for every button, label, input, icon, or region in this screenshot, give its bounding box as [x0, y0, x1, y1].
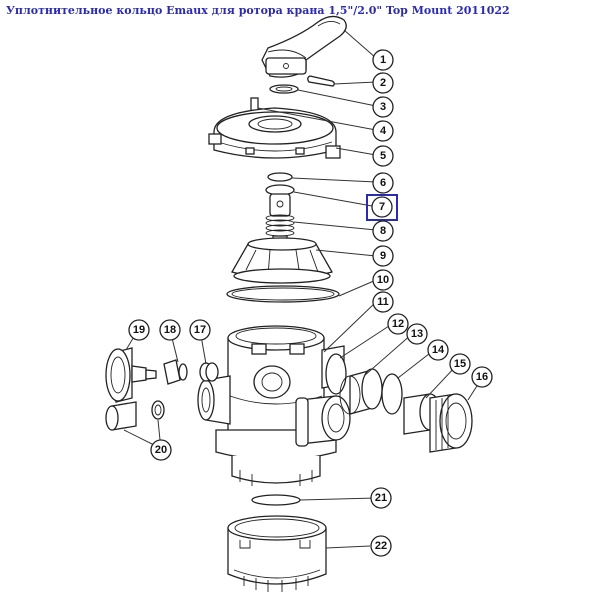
svg-text:16: 16 [476, 371, 488, 383]
svg-text:3: 3 [380, 101, 386, 113]
svg-text:1: 1 [380, 54, 386, 66]
part-union-nut [429, 393, 473, 453]
svg-text:12: 12 [392, 318, 404, 330]
callout-5: 5 [372, 145, 394, 167]
callout-19: 19 [128, 319, 150, 341]
part-o-ring-small [267, 172, 293, 182]
callout-8: 8 [372, 220, 394, 242]
part-bottom-o-ring [251, 494, 301, 506]
callout-13: 13 [406, 323, 428, 345]
svg-text:15: 15 [454, 358, 466, 370]
part-rotor [231, 237, 333, 284]
svg-text:6: 6 [380, 177, 386, 189]
svg-text:9: 9 [380, 250, 386, 262]
callout-21: 21 [370, 487, 392, 509]
part-union-seal [381, 373, 403, 415]
callout-15: 15 [449, 353, 471, 375]
svg-text:21: 21 [375, 492, 387, 504]
callout-6: 6 [372, 172, 394, 194]
leader-lines [123, 29, 483, 549]
svg-text:2: 2 [380, 77, 386, 89]
svg-text:10: 10 [377, 274, 389, 286]
part-pin [307, 75, 335, 87]
part-o-ring-large [226, 285, 340, 303]
highlight-box [366, 194, 398, 221]
svg-text:20: 20 [155, 444, 167, 456]
svg-text:14: 14 [432, 344, 445, 356]
part-cover-lid [208, 107, 341, 159]
callout-16: 16 [471, 366, 493, 388]
callout-1: 1 [372, 49, 394, 71]
part-union-tail [339, 368, 383, 415]
callout-7: 7 [371, 196, 393, 218]
svg-text:18: 18 [164, 324, 176, 336]
svg-text:11: 11 [377, 296, 389, 308]
callout-17: 17 [189, 319, 211, 341]
svg-text:19: 19 [133, 324, 145, 336]
callout-9: 9 [372, 245, 394, 267]
callout-14: 14 [427, 339, 449, 361]
part-valve-body [197, 325, 351, 486]
callout-12: 12 [387, 313, 409, 335]
part-plug [199, 362, 219, 382]
callout-3: 3 [372, 96, 394, 118]
svg-text:8: 8 [380, 225, 386, 237]
svg-text:17: 17 [194, 324, 206, 336]
callout-18: 18 [159, 319, 181, 341]
part-rotor-seal [265, 184, 295, 217]
svg-text:4: 4 [380, 125, 387, 137]
callout-20: 20 [150, 439, 172, 461]
svg-text:5: 5 [380, 150, 386, 162]
part-handle [261, 15, 347, 78]
part-washer [269, 84, 299, 94]
part-union-o-ring [325, 353, 347, 395]
svg-text:13: 13 [411, 328, 423, 340]
callout-10: 10 [372, 269, 394, 291]
callout-4: 4 [372, 120, 394, 142]
callout-2: 2 [372, 72, 394, 94]
part-fitting [163, 359, 188, 385]
callout-22: 22 [370, 535, 392, 557]
part-pressure-gauge [105, 347, 157, 403]
part-sleeve [105, 400, 165, 431]
diagram-title: Уплотнительное кольцо Emaux для ротора к… [6, 4, 510, 17]
part-strainer [227, 515, 327, 592]
callout-11: 11 [372, 291, 394, 313]
svg-text:7: 7 [379, 201, 385, 213]
svg-text:22: 22 [375, 540, 387, 552]
